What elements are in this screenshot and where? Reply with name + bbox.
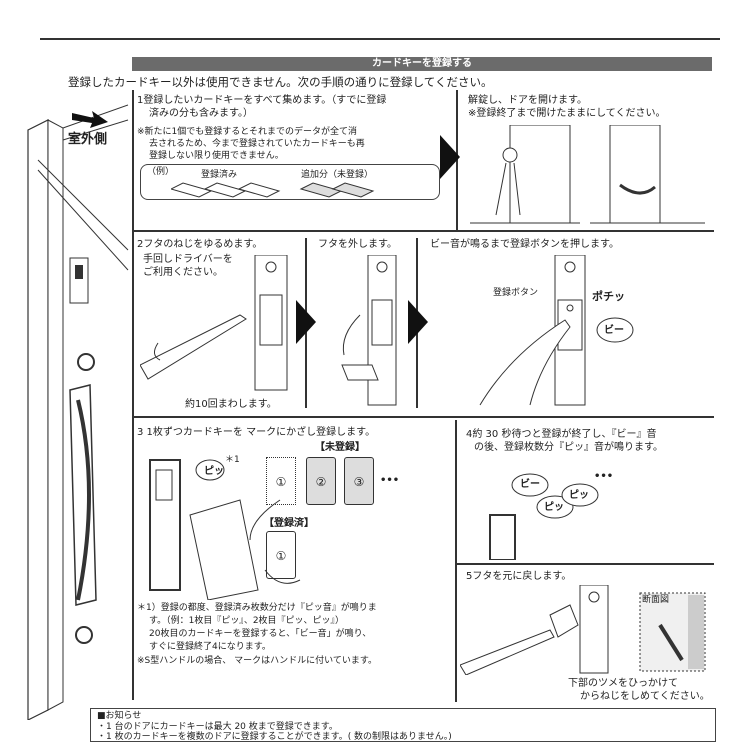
step1-note: 登録しない限り使用できません。 <box>149 151 284 161</box>
door-illustration <box>27 104 129 720</box>
click-sound: ポチッ <box>592 290 625 303</box>
divider <box>132 90 134 700</box>
step5-text: 5フタを元に戻します。 <box>466 571 572 582</box>
step4-text: 4約 30 秒待つと登録が終了し、『ビー』音 <box>466 429 657 440</box>
unregistered-card: ① <box>266 457 296 505</box>
section-view-label: 断面図 <box>642 595 670 605</box>
example-label: （例） <box>147 167 175 177</box>
unregistered-label: 【未登録】 <box>315 442 365 453</box>
step1-text: 1登録したいカードキーをすべて集めます。（すでに登録 <box>137 95 387 106</box>
footnote-marker: ＊1 <box>225 455 240 465</box>
step1b-text: 解錠し、ドアを開けます。 <box>468 95 587 106</box>
open-door-illustration <box>470 125 705 224</box>
step1-note: 去されるため、今まで登録されていたカードキーも再 <box>149 139 365 149</box>
cover-removal-illustration <box>341 255 397 406</box>
step5-note: 下部のツメをひっかけて <box>568 678 678 689</box>
cover-replace-illustration <box>460 585 706 675</box>
footnote: すぐに登録終了4になります。 <box>149 642 271 652</box>
register-button-illustration <box>479 255 634 406</box>
more-dots: ••• <box>594 471 614 482</box>
section-title: カードキーを登録する <box>132 57 712 71</box>
screwdriver-illustration <box>140 255 288 391</box>
unregistered-card: ③ <box>344 457 374 505</box>
register-button-label: 登録ボタン <box>493 288 539 298</box>
beep-illustration <box>489 473 599 560</box>
arrow-icon <box>72 111 108 128</box>
notice-box: ■お知らせ ・1 台のドアにカードキーは最大 20 枚まで登録できます。 ・1 … <box>90 708 716 742</box>
example-box: （例） 登録済み 追加分（未登録） <box>140 164 440 200</box>
outside-label: 室外側 <box>68 132 108 147</box>
pi-sound: ピッ <box>544 502 564 513</box>
footnote: す。（例：1枚目『ピッ』、2枚目『ピッ、ピッ』） <box>149 616 344 626</box>
driver-note: 手回しドライバーを <box>143 254 233 265</box>
notice-heading: ■お知らせ <box>97 711 142 721</box>
footnote: 20枚目のカードキーを登録すると、「ビー音」が鳴り、 <box>149 629 372 639</box>
turns-note: 約10回まわします。 <box>185 399 277 410</box>
divider <box>455 420 457 702</box>
step3-text: 3 1枚ずつカードキーを マークにかざし登録します。 <box>137 427 376 438</box>
step1-note: ※新たに1個でも登録するとそれまでのデータが全て消 <box>137 127 357 137</box>
notice-item: ・1 枚のカードキーを複数のドアに登録することができます。( 数の制限はありませ… <box>97 732 452 742</box>
next-arrow-icon <box>440 135 460 179</box>
driver-note: ご利用ください。 <box>143 267 223 278</box>
pi-sound: ピッ <box>204 466 224 477</box>
registered-label: 【登録済】 <box>264 518 314 529</box>
unregistered-card: ② <box>306 457 336 505</box>
step5-note: からねじをしめてください。 <box>580 691 710 702</box>
step4-text: の後、登録枚数分『ピッ』音が鳴ります。 <box>474 442 663 453</box>
step1b-note: ※登録終了まで開けたままにしてください。 <box>468 108 666 119</box>
card-holding-illustration <box>149 459 301 600</box>
divider <box>455 563 714 565</box>
step1-text: 済みの分も含みます。） <box>149 108 253 119</box>
step2c-text: ビー音が鳴るまで登録ボタンを押します。 <box>430 239 619 250</box>
top-rule <box>40 38 720 40</box>
more-dots: ••• <box>380 475 400 486</box>
footnote: ＊1）登録の都度、登録済み枚数分だけ『ピッ音』が鳴りま <box>137 603 377 613</box>
step2b-text: フタを外します。 <box>318 239 397 250</box>
registered-label: 登録済み <box>201 170 238 180</box>
added-label: 追加分（未登録） <box>301 170 374 180</box>
divider <box>132 416 714 418</box>
step2-text: 2フタのねじをゆるめます。 <box>137 239 263 250</box>
next-arrow-icon <box>296 300 316 344</box>
beep-sound: ビー <box>604 325 624 336</box>
pi-sound: ピッ <box>569 490 589 501</box>
footnote: ※S型ハンドルの場合、 マークはハンドルに付いています。 <box>137 656 377 666</box>
registered-card: ① <box>266 531 296 579</box>
divider <box>132 230 714 232</box>
next-arrow-icon <box>408 300 428 344</box>
beep-sound: ビー <box>520 479 540 490</box>
intro-text: 登録したカードキー以外は使用できません。次の手順の通りに登録してください。 <box>68 75 493 89</box>
notice-item: ・1 台のドアにカードキーは最大 20 枚まで登録できます。 <box>97 721 338 732</box>
card-icons <box>171 182 375 198</box>
